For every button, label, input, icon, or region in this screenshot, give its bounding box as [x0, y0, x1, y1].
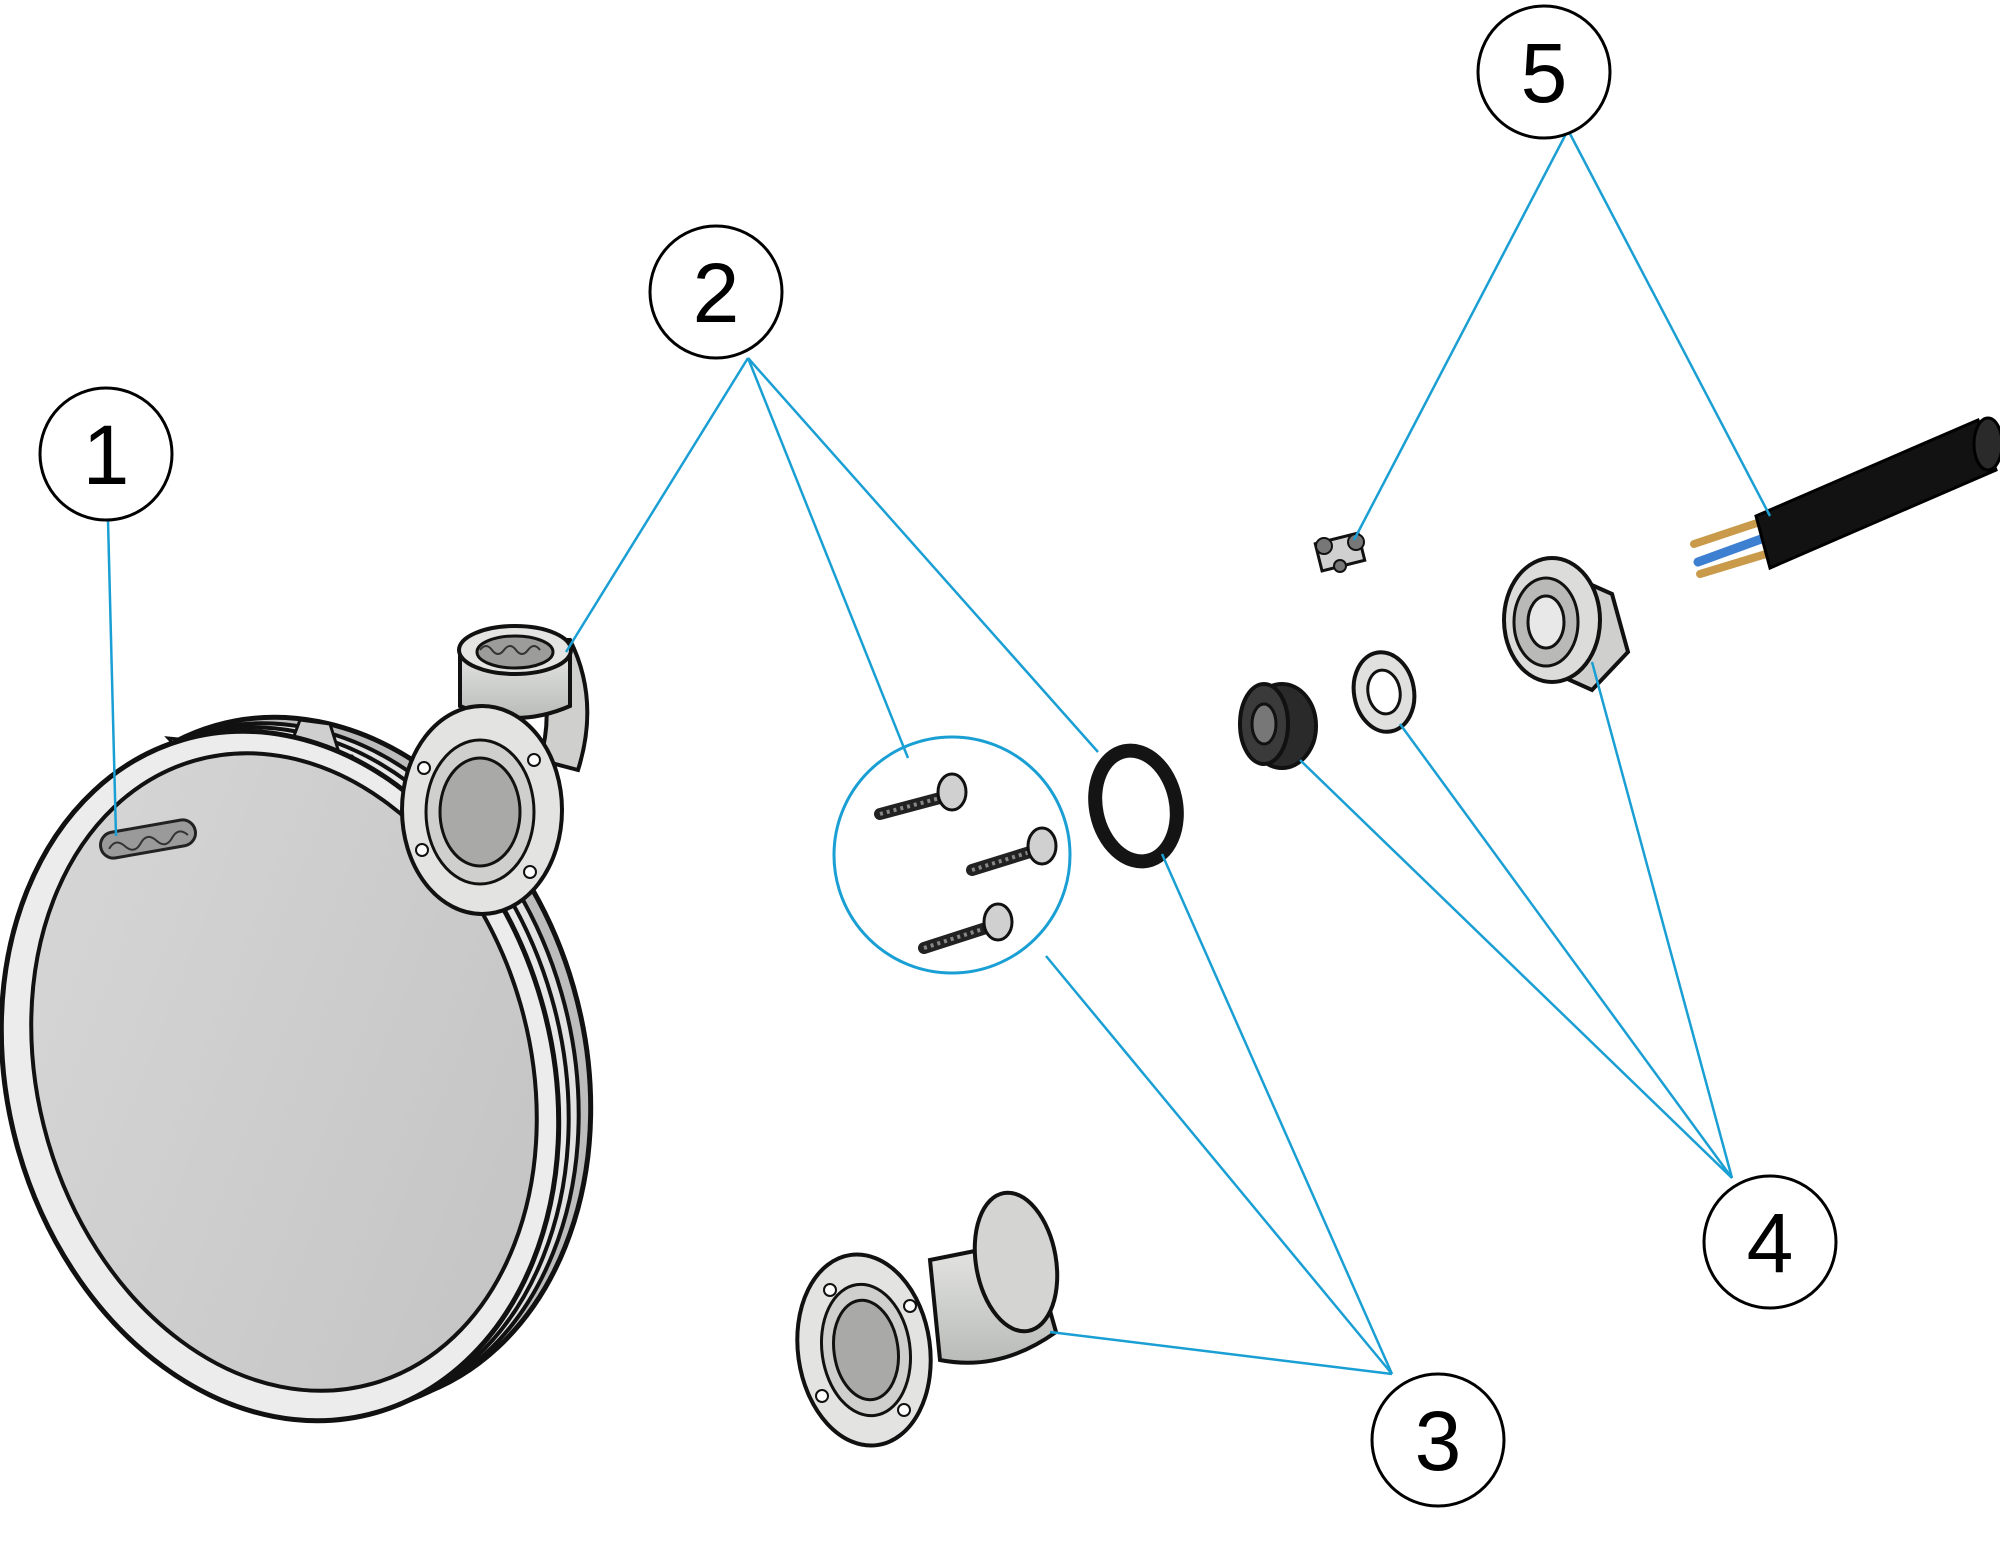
leader-line-5: [1566, 129, 1772, 517]
cable-gland-nut: [1502, 556, 1631, 693]
power-cable: [1690, 416, 2000, 578]
leader-line-4: [1590, 661, 1734, 1179]
callout-circle: [648, 224, 784, 360]
wall-sleeve: [795, 1190, 1060, 1448]
callout-circle: [38, 386, 174, 522]
callout-label: 2: [693, 246, 740, 340]
screws-group: [832, 735, 1072, 975]
callout-circle: [1702, 1174, 1838, 1310]
leader-line-4: [1299, 759, 1733, 1179]
leader-line-3: [1049, 1330, 1393, 1376]
callout-1: 1: [38, 386, 174, 522]
leader-line-2: [564, 357, 750, 653]
lamp-lens: [29, 751, 539, 1393]
leader-line-2: [746, 357, 910, 759]
callout-circle: [1370, 1372, 1506, 1508]
screw: [874, 772, 968, 820]
callout-label: 4: [1747, 1196, 1794, 1290]
callout-5: 5: [1476, 4, 1612, 140]
lamp-body: [0, 714, 594, 1424]
leader-line-3: [1045, 955, 1393, 1375]
callout-circle: [1476, 4, 1612, 140]
leader-lines: [106, 129, 1772, 1376]
screw: [966, 826, 1058, 876]
terminal-block: [1313, 531, 1367, 573]
screws-highlight-circle: [832, 735, 1072, 975]
washer: [1351, 650, 1417, 734]
elbow-flange: [400, 704, 564, 916]
leader-line-3: [1160, 853, 1394, 1375]
o-ring: [1088, 743, 1184, 869]
sleeve-flange: [795, 1252, 933, 1448]
leader-line-2: [747, 357, 1099, 753]
lamp-logo-badge: [99, 818, 197, 860]
callout-2: 2: [648, 224, 784, 360]
callout-label: 3: [1415, 1394, 1462, 1488]
leader-line-1: [106, 519, 118, 837]
callout-4: 4: [1702, 1174, 1838, 1310]
callout-3: 3: [1370, 1372, 1506, 1508]
elbow-connector: [400, 624, 590, 916]
rubber-grommet: [1238, 682, 1318, 770]
callout-label: 1: [83, 408, 130, 502]
leader-line-5: [1352, 129, 1570, 541]
screw: [918, 902, 1014, 954]
leader-line-4: [1398, 723, 1734, 1179]
callout-label: 5: [1521, 26, 1568, 120]
